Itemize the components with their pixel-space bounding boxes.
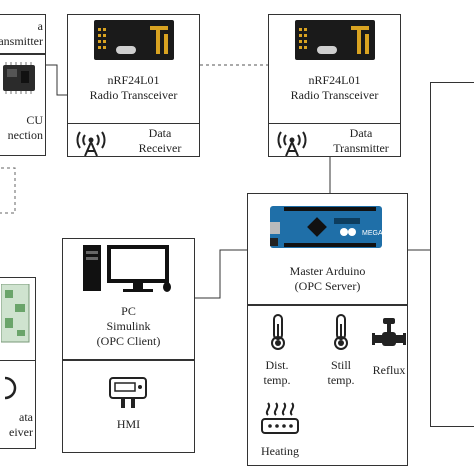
sensors-box: Dist. temp. Still temp. Reflux Heating — [247, 305, 408, 466]
dist-temp-label: Dist. temp. — [263, 358, 291, 387]
antenna-tower-icon — [76, 131, 106, 156]
nrf-transmitter-role: Data Transmitter — [333, 126, 389, 155]
link-left-to-receiver — [45, 64, 67, 96]
desktop-computer-icon — [83, 245, 171, 292]
arduino-board-text: MEGA — [362, 230, 383, 237]
nrf-receiver-title: nRF24L01 Radio Transceiver — [89, 73, 178, 102]
left-separator — [0, 360, 36, 361]
nrf-receiver-divider — [68, 123, 199, 124]
left-mcu-label: CU nection — [7, 113, 43, 142]
still-temp-label: Still temp. — [327, 358, 355, 387]
nrf-receiver-box: nRF24L01 Radio Transceiver Data Receiver — [67, 14, 200, 157]
left-dashed-box — [0, 167, 16, 214]
nrf-receiver-role: Data Receiver — [138, 126, 182, 155]
master-label: Master Arduino (OPC Server) — [289, 264, 366, 293]
thermometer-icon — [334, 314, 348, 350]
arduino-mega-board-icon: MEGA — [270, 206, 383, 248]
hmi-label: HMI — [116, 417, 141, 431]
left-mcu-box: CU nection — [0, 54, 46, 156]
reflux-label: Reflux — [372, 363, 406, 377]
antenna-partial-icon — [4, 376, 17, 400]
master-arduino-box: MEGA Master Arduino (OPC Server) — [247, 193, 408, 305]
heater-icon — [261, 402, 299, 434]
hmi-panel-icon — [109, 377, 147, 408]
pc-box: PC Simulink (OPC Client) — [62, 238, 195, 360]
nrf-transmitter-title: nRF24L01 Radio Transceiver — [290, 73, 379, 102]
right-edge-box — [430, 82, 474, 427]
nrf-transmitter-divider — [269, 123, 400, 124]
nrf-transmitter-box: nRF24L01 Radio Transceiver Data Transmit… — [268, 14, 401, 157]
pc-label: PC Simulink (OPC Client) — [96, 304, 161, 348]
mcu-board-icon — [3, 62, 35, 94]
left-transmitter-box: a ansmitter — [0, 14, 46, 54]
hmi-box: HMI — [62, 360, 195, 453]
link-pc-to-master — [195, 249, 247, 299]
nrf24l01-chip-icon — [295, 20, 375, 60]
left-receiver-box: ata eiver — [0, 277, 36, 449]
shield-board-icon — [1, 284, 30, 343]
thermometer-icon — [271, 314, 285, 350]
heating-label: Heating — [261, 444, 299, 458]
antenna-tower-icon — [277, 131, 307, 156]
valve-icon — [372, 318, 406, 346]
left-transmitter-label: a ansmitter — [0, 19, 43, 48]
left-receiver-label: ata eiver — [9, 410, 33, 439]
nrf24l01-chip-icon — [94, 20, 174, 60]
